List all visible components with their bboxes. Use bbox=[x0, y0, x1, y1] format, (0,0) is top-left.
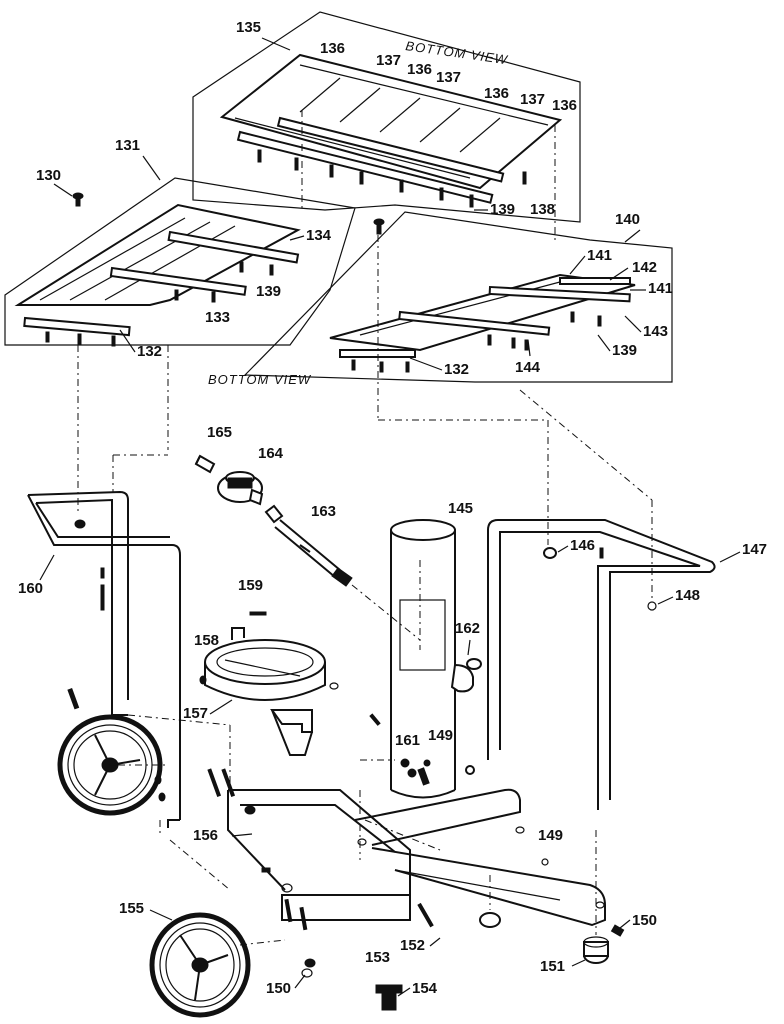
part-label-162: 162 bbox=[455, 620, 480, 637]
cylinder-145 bbox=[390, 519, 482, 799]
part-label-164: 164 bbox=[258, 445, 284, 462]
part-label-158: 158 bbox=[194, 632, 219, 649]
part-label-140: 140 bbox=[615, 211, 640, 228]
part-label-137-c: 137 bbox=[520, 91, 545, 108]
misc-hardware bbox=[154, 547, 657, 1011]
part-label-149-b: 149 bbox=[538, 827, 563, 844]
part-label-138: 138 bbox=[530, 201, 555, 218]
part-label-134: 134 bbox=[306, 227, 332, 244]
part-label-136-b: 136 bbox=[407, 61, 432, 78]
part-label-156: 156 bbox=[193, 827, 218, 844]
part-label-139-c: 139 bbox=[612, 342, 637, 359]
wheel-upper bbox=[57, 687, 168, 816]
part-label-147: 147 bbox=[742, 541, 767, 558]
part-label-141-a: 141 bbox=[587, 247, 612, 264]
part-label-136-a: 136 bbox=[320, 40, 345, 57]
part-label-154: 154 bbox=[412, 980, 438, 997]
shelf-assembly-135 bbox=[192, 11, 581, 240]
leader-lines bbox=[39, 37, 741, 997]
part-label-131: 131 bbox=[115, 137, 140, 154]
part-label-143: 143 bbox=[643, 323, 668, 340]
part-label-150-a: 150 bbox=[632, 912, 657, 929]
part-label-165: 165 bbox=[207, 424, 232, 441]
handle-frame-160 bbox=[27, 454, 231, 828]
part-label-142: 142 bbox=[632, 259, 657, 276]
hose-163 bbox=[264, 504, 421, 641]
part-label-159: 159 bbox=[238, 577, 263, 594]
part-label-137-a: 137 bbox=[376, 52, 401, 69]
part-label-150-b: 150 bbox=[266, 980, 291, 997]
part-label-149-a: 149 bbox=[428, 727, 453, 744]
feet bbox=[479, 830, 625, 964]
part-label-153: 153 bbox=[365, 949, 390, 966]
fitting-165 bbox=[194, 454, 216, 474]
part-label-145: 145 bbox=[448, 500, 473, 517]
part-label-135: 135 bbox=[236, 19, 261, 36]
part-label-136-c: 136 bbox=[484, 85, 509, 102]
part-label-133: 133 bbox=[205, 309, 230, 326]
part-label-132-a: 132 bbox=[137, 343, 162, 360]
part-label-148: 148 bbox=[675, 587, 700, 604]
part-label-160: 160 bbox=[18, 580, 43, 597]
part-label-137-b: 137 bbox=[436, 69, 461, 86]
shelf-assembly-140 bbox=[243, 211, 673, 600]
part-label-144: 144 bbox=[515, 359, 541, 376]
regulator-164 bbox=[217, 471, 264, 506]
burner-157 bbox=[199, 611, 339, 756]
part-label-132-b: 132 bbox=[444, 361, 469, 378]
handle-frame-147 bbox=[487, 519, 716, 810]
part-label-136-d: 136 bbox=[552, 97, 577, 114]
shelf-assembly-131 bbox=[4, 177, 356, 515]
part-label-130: 130 bbox=[36, 167, 61, 184]
bottom-view-label-lower: BOTTOM VIEW bbox=[208, 372, 312, 387]
part-label-161: 161 bbox=[395, 732, 420, 749]
part-label-139-b: 139 bbox=[256, 283, 281, 300]
part-label-163: 163 bbox=[311, 503, 336, 520]
part-label-151: 151 bbox=[540, 958, 565, 975]
part-label-152: 152 bbox=[400, 937, 425, 954]
base-frame-153 bbox=[159, 759, 606, 978]
wheel-155 bbox=[149, 912, 286, 1018]
part-label-141-b: 141 bbox=[648, 280, 673, 297]
part-label-157: 157 bbox=[183, 705, 208, 722]
part-label-146: 146 bbox=[570, 537, 595, 554]
part-label-139-a: 139 bbox=[490, 201, 515, 218]
part-label-155: 155 bbox=[119, 900, 144, 917]
